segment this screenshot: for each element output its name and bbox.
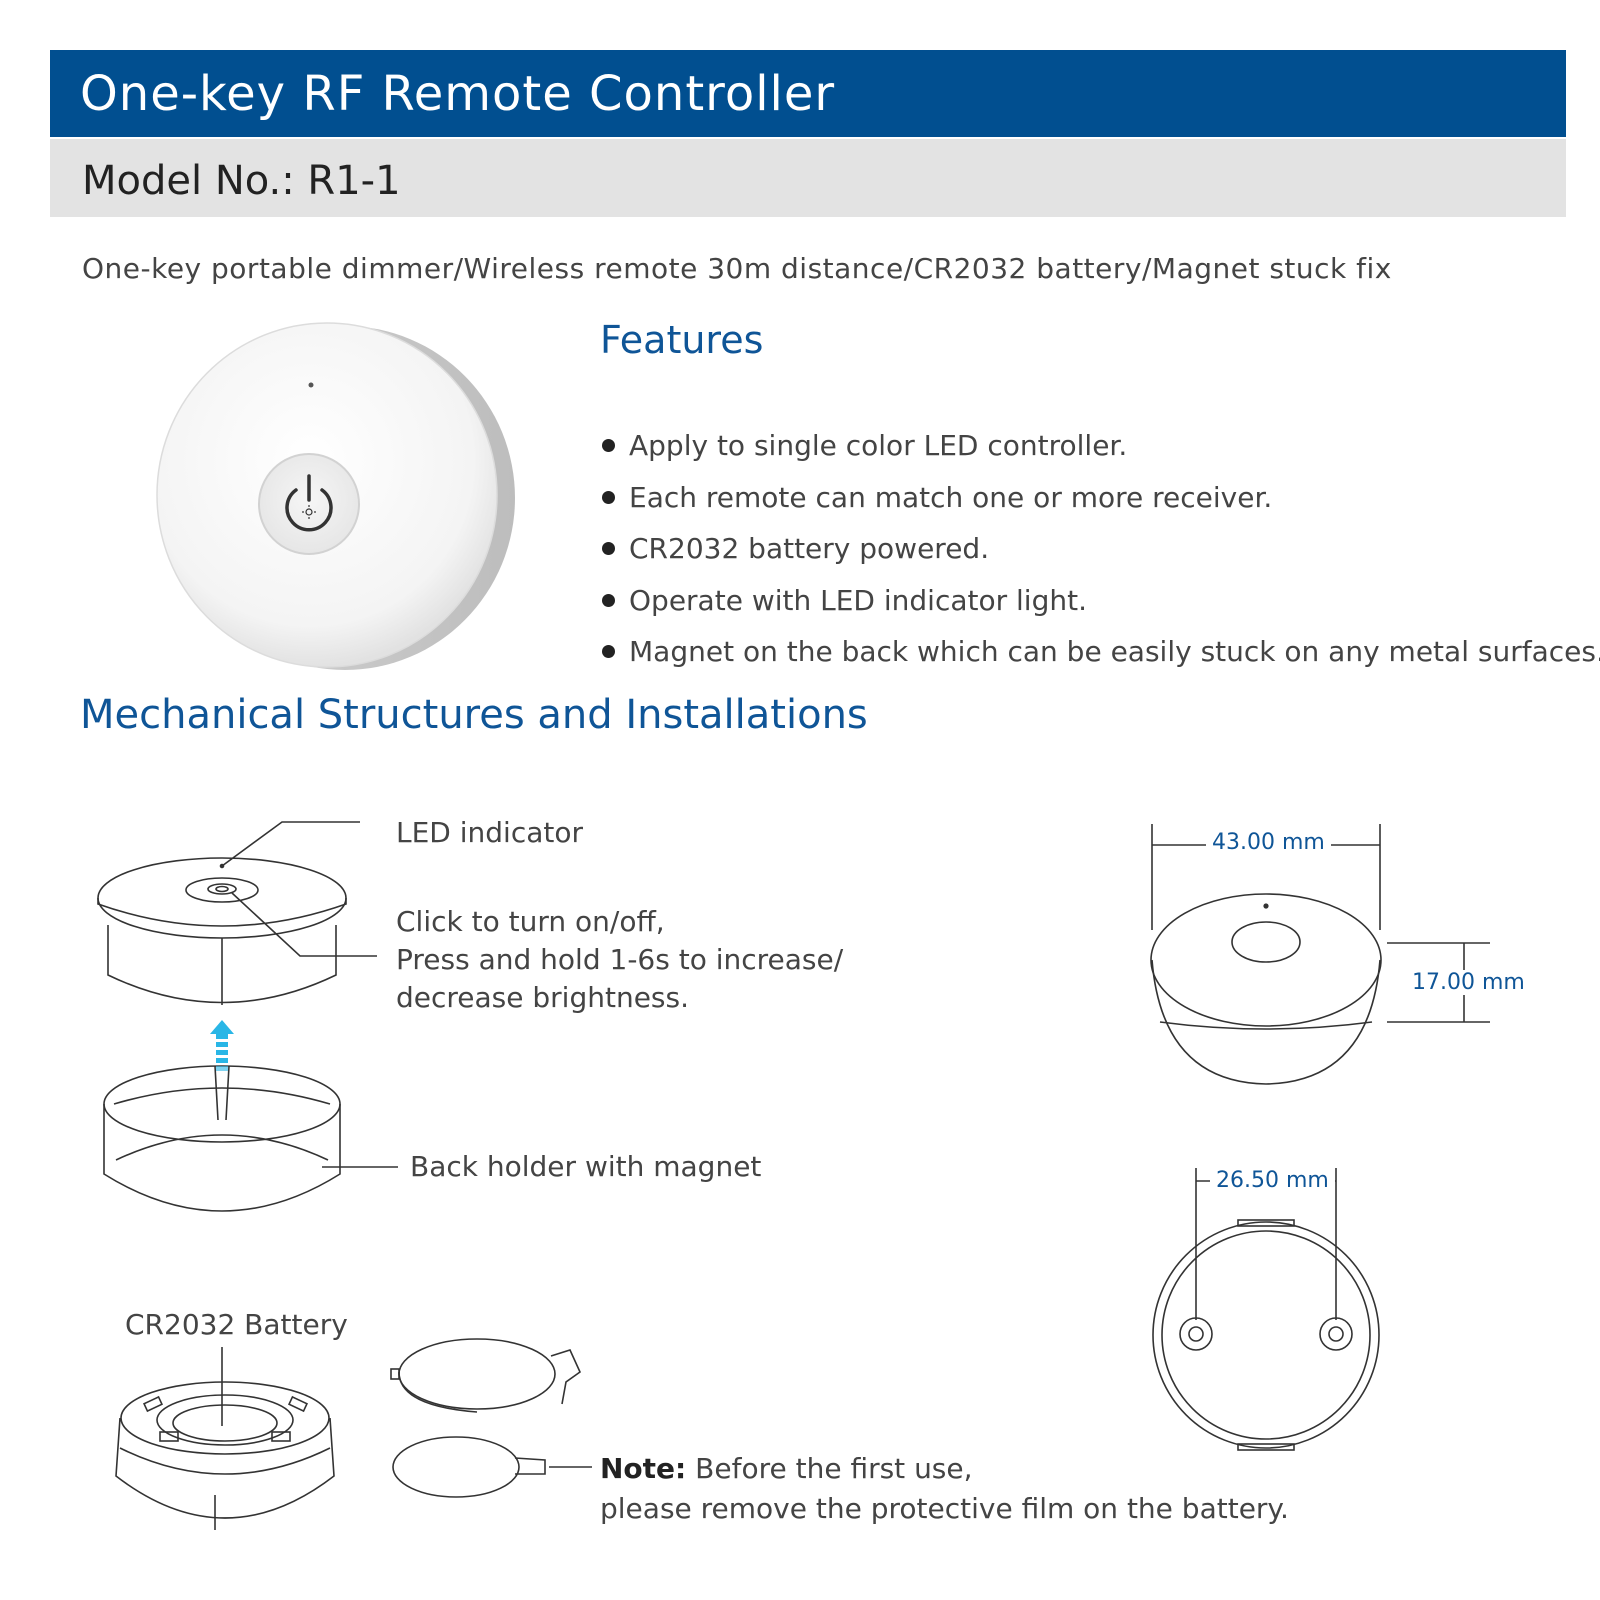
list-item: Operate with LED indicator light.	[602, 575, 1600, 627]
mechanical-heading: Mechanical Structures and Installations	[80, 692, 868, 738]
button-label-line3: decrease brightness.	[396, 981, 690, 1014]
back-holder	[103, 1065, 341, 1212]
features-heading: Features	[600, 318, 764, 362]
battery-label: CR2032 Battery	[125, 1308, 348, 1341]
bullet-icon	[602, 645, 615, 659]
bullet-icon	[602, 490, 615, 504]
list-item: CR2032 battery powered.	[602, 523, 1600, 575]
led-indicator-label: LED indicator	[396, 816, 584, 849]
page-title: One-key RF Remote Controller	[80, 66, 836, 122]
top-unit	[97, 857, 347, 1005]
product-subtitle: One-key portable dimmer/Wireless remote …	[82, 252, 1392, 285]
model-number: Model No.: R1-1	[82, 158, 401, 204]
side-view	[1150, 824, 1490, 1085]
features-list: Apply to single color LED controller. Ea…	[602, 420, 1600, 678]
battery-base	[115, 1347, 335, 1530]
assembly-arrow-icon	[210, 1020, 234, 1071]
height-dimension: 17.00 mm	[1406, 970, 1531, 995]
model-bar	[50, 139, 1566, 217]
button-leader	[231, 892, 377, 957]
power-icon	[285, 474, 333, 532]
sun-icon	[302, 505, 316, 519]
title-bar	[50, 50, 1566, 137]
hole-spacing-dimension: 26.50 mm	[1210, 1168, 1335, 1193]
list-item: Apply to single color LED controller.	[602, 420, 1600, 472]
diameter-dimension: 43.00 mm	[1206, 830, 1331, 855]
list-item: Magnet on the back which can be easily s…	[602, 626, 1600, 678]
bullet-icon	[602, 593, 615, 607]
list-item: Each remote can match one or more receiv…	[602, 472, 1600, 524]
battery-film	[390, 1338, 592, 1498]
bullet-icon	[602, 542, 615, 556]
note-line2: please remove the protective film on the…	[600, 1492, 1289, 1525]
button-label-line2: Press and hold 1-6s to increase/	[396, 943, 844, 976]
led-dot	[308, 382, 314, 388]
note-bold: Note:	[600, 1452, 687, 1485]
power-button	[258, 453, 360, 555]
bullet-icon	[602, 439, 615, 453]
note-line1: Note: Before the first use,	[600, 1452, 973, 1485]
back-view	[1152, 1168, 1380, 1451]
led-leader	[221, 821, 360, 867]
back-holder-label: Back holder with magnet	[410, 1150, 762, 1183]
button-label-line1: Click to turn on/off,	[396, 905, 665, 938]
